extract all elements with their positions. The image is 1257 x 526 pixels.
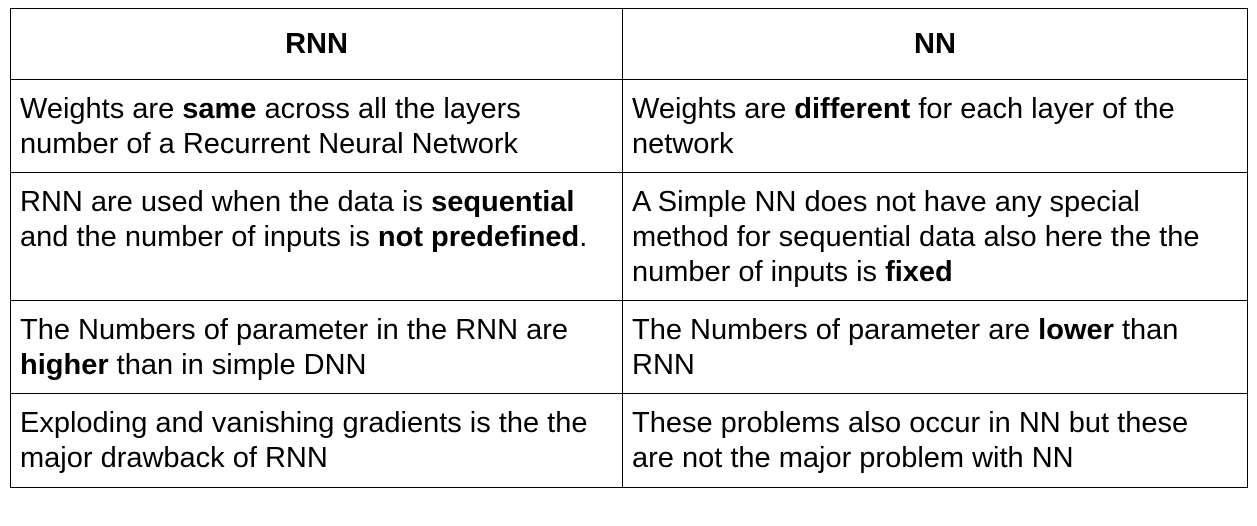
cell-text: and the number of inputs is: [20, 221, 378, 253]
cell-text: than RNN: [632, 314, 1179, 381]
cell-text: Exploding and vanishing gradients is the…: [20, 407, 588, 474]
emphasized-text: not predefined: [377, 221, 580, 253]
table-header: RNN NN: [10, 8, 1248, 80]
header-nn: NN: [622, 8, 1248, 80]
table-row: RNN are used when the data is sequential…: [10, 172, 1248, 301]
cell-text: than in simple DNN: [108, 349, 367, 381]
cell-text: RNN are used when the data is: [20, 186, 432, 218]
header-rnn: RNN: [10, 8, 623, 80]
table-row: Exploding and vanishing gradients is the…: [10, 393, 1248, 488]
emphasized-text: lower: [1038, 314, 1114, 346]
cell-text: for each layer of the network: [632, 93, 1175, 160]
emphasized-text: same: [182, 93, 257, 125]
table-cell: Weights are same across all the layers n…: [10, 79, 623, 173]
cell-text: .: [579, 221, 588, 253]
emphasized-text: sequential: [431, 186, 575, 218]
cell-text: Weights are: [632, 93, 795, 125]
table-cell: The Numbers of parameter are lower than …: [622, 300, 1248, 394]
cell-text: across all the layers number of a Recurr…: [20, 93, 521, 160]
table-cell: Exploding and vanishing gradients is the…: [10, 393, 623, 488]
emphasized-text: different: [794, 93, 911, 125]
table-cell: The Numbers of parameter in the RNN are …: [10, 300, 623, 394]
cell-text: Weights are: [20, 93, 183, 125]
table-cell: Weights are different for each layer of …: [622, 79, 1248, 173]
cell-text: The Numbers of parameter are: [632, 314, 1039, 346]
cell-text: These problems also occur in NN but thes…: [632, 407, 1189, 474]
emphasized-text: fixed: [885, 256, 953, 288]
table-cell: A Simple NN does not have any special me…: [622, 172, 1248, 301]
cell-text: A Simple NN does not have any special me…: [632, 186, 1200, 288]
comparison-table: RNN NN Weights are same across all the l…: [10, 8, 1248, 488]
table-row: Weights are same across all the layers n…: [10, 79, 1248, 173]
table-row: The Numbers of parameter in the RNN are …: [10, 300, 1248, 394]
table-cell: These problems also occur in NN but thes…: [622, 393, 1248, 488]
header-row: RNN NN: [10, 8, 1248, 80]
emphasized-text: higher: [20, 349, 109, 381]
table-cell: RNN are used when the data is sequential…: [10, 172, 623, 301]
table-body: Weights are same across all the layers n…: [10, 79, 1248, 488]
cell-text: The Numbers of parameter in the RNN are: [20, 314, 568, 346]
